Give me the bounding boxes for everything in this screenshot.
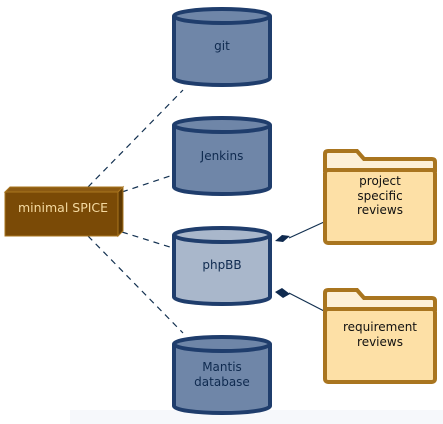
folder-label-requirement-reviews: requirement reviews [342, 320, 418, 349]
database-git [172, 7, 272, 87]
database-phpbb [172, 226, 272, 306]
database-label-jenkins: Jenkins [200, 149, 244, 163]
connector-root-mantis [87, 235, 184, 334]
root-node-box [3, 185, 125, 238]
composition-connectors [288, 221, 325, 312]
database-label-mantis: Mantis database [194, 360, 250, 389]
diamond-marker-project-reviews [275, 235, 290, 242]
dashed-connectors [87, 89, 184, 334]
diamond-marker-requirement-reviews [275, 288, 290, 298]
database-jenkins [172, 116, 272, 196]
connector-phpbb-project-reviews [288, 221, 325, 239]
connector-root-jenkins [121, 174, 174, 193]
connector-root-phpbb [121, 231, 174, 249]
database-label-git: git [214, 39, 230, 53]
folder-project-specific-reviews [323, 149, 437, 245]
database-label-phpbb: phpBB [202, 258, 242, 272]
folder-label-project-specific-reviews: project specific reviews [357, 174, 403, 217]
database-mantis [172, 335, 272, 415]
folder-requirement-reviews [323, 288, 437, 384]
root-node-label: minimal SPICE [17, 200, 109, 215]
connector-root-git [87, 89, 184, 188]
background-shade [70, 410, 443, 424]
connector-phpbb-requirement-reviews [288, 292, 325, 312]
